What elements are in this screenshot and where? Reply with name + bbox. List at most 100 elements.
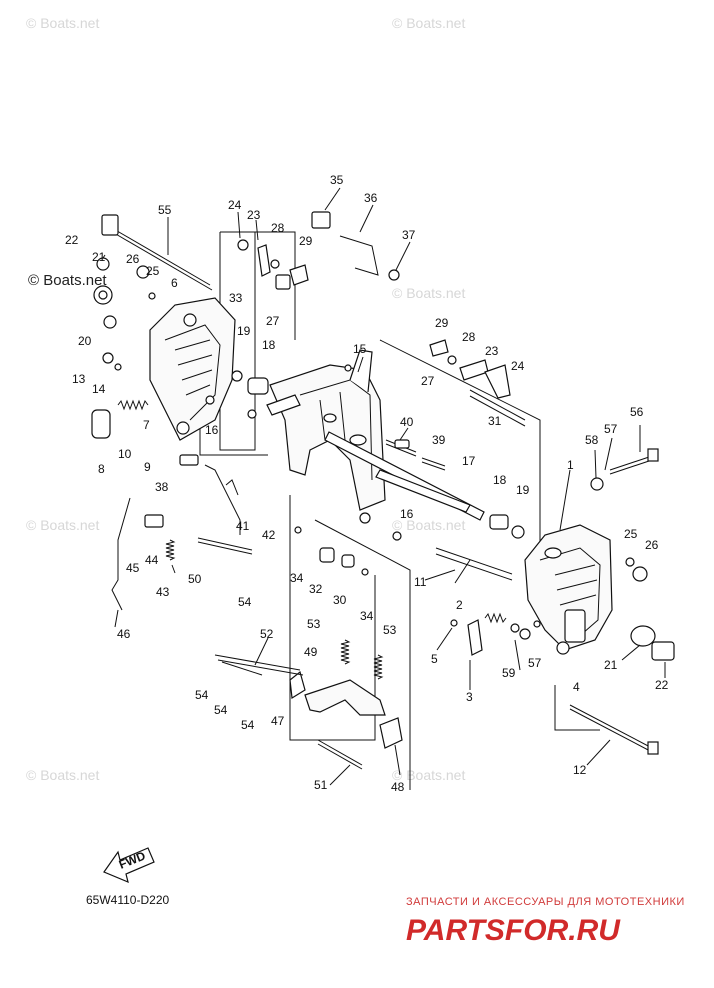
- callouts: 1 2 3 4 5 6 7 8 9 10 11 12 13 14 15 16 1…: [65, 173, 669, 794]
- watermark: © Boats.net: [26, 767, 99, 783]
- callout-22: 22: [655, 678, 669, 692]
- callout-49: 49: [304, 645, 318, 659]
- callout-5: 5: [431, 652, 438, 666]
- callout-33: 33: [229, 291, 243, 305]
- callout-16: 16: [205, 423, 219, 437]
- callout-39: 39: [432, 433, 446, 447]
- lower-linkage: [214, 654, 403, 770]
- callout-28: 28: [271, 221, 285, 235]
- callout-19: 19: [237, 324, 251, 338]
- callout-2: 2: [456, 598, 463, 612]
- callout-34: 34: [360, 609, 374, 623]
- left-clamp-bracket: [149, 297, 236, 441]
- callout-26: 26: [645, 538, 659, 552]
- callout-29: 29: [299, 234, 313, 248]
- watermark: © Boats.net: [392, 15, 465, 31]
- callout-44: 44: [145, 553, 159, 567]
- callout-47: 47: [271, 714, 285, 728]
- callout-11: 11: [414, 575, 427, 589]
- callout-20: 20: [78, 334, 92, 348]
- callout-34: 34: [290, 571, 304, 585]
- callout-6: 6: [171, 276, 178, 290]
- callout-24: 24: [228, 198, 242, 212]
- callout-21: 21: [604, 658, 618, 672]
- callout-23: 23: [485, 344, 499, 358]
- callout-30: 30: [333, 593, 347, 607]
- brand-tagline: ЗАПЧАСТИ И АКСЕССУАРЫ ДЛЯ МОТОТЕХНИКИ: [406, 896, 685, 908]
- callout-22: 22: [65, 233, 79, 247]
- callout-29: 29: [435, 316, 449, 330]
- watermark: © Boats.net: [26, 15, 99, 31]
- callout-51: 51: [314, 778, 328, 792]
- callout-36: 36: [364, 191, 378, 205]
- watermark: © Boats.net: [392, 285, 465, 301]
- callout-7: 7: [143, 418, 150, 432]
- swivel-bracket: [269, 349, 386, 511]
- callout-48: 48: [391, 780, 405, 794]
- callout-53: 53: [307, 617, 321, 631]
- callout-18: 18: [262, 338, 276, 352]
- callout-59: 59: [502, 666, 516, 680]
- watermark: © Boats.net: [26, 517, 99, 533]
- callout-38: 38: [155, 480, 169, 494]
- callout-8: 8: [98, 462, 105, 476]
- callout-45: 45: [126, 561, 140, 575]
- callout-23: 23: [247, 208, 261, 222]
- callout-25: 25: [146, 264, 160, 278]
- callout-35: 35: [330, 173, 344, 187]
- callout-54: 54: [195, 688, 209, 702]
- callout-57: 57: [604, 422, 618, 436]
- callout-40: 40: [400, 415, 414, 429]
- callout-16: 16: [400, 507, 414, 521]
- callout-3: 3: [466, 690, 473, 704]
- callout-21: 21: [92, 250, 106, 264]
- callout-54: 54: [238, 595, 252, 609]
- springs: [117, 399, 507, 680]
- callout-42: 42: [262, 528, 276, 542]
- callout-56: 56: [630, 405, 644, 419]
- callout-18: 18: [493, 473, 507, 487]
- callout-1: 1: [567, 458, 574, 472]
- callout-46: 46: [117, 627, 131, 641]
- callout-53: 53: [383, 623, 397, 637]
- callout-17: 17: [462, 454, 476, 468]
- callout-26: 26: [126, 252, 140, 266]
- callout-10: 10: [118, 447, 132, 461]
- callout-32: 32: [309, 582, 323, 596]
- diagram-code: 65W4110-D220: [86, 893, 169, 907]
- callout-4: 4: [573, 680, 580, 694]
- rods-and-bolts: [101, 214, 659, 755]
- callout-9: 9: [144, 460, 151, 474]
- callout-58: 58: [585, 433, 599, 447]
- callout-12: 12: [573, 763, 587, 777]
- callout-57: 57: [528, 656, 542, 670]
- callout-19: 19: [516, 483, 530, 497]
- callout-24: 24: [511, 359, 525, 373]
- fwd-arrow-icon: FWD: [103, 847, 155, 884]
- callout-37: 37: [402, 228, 416, 242]
- callout-54: 54: [214, 703, 228, 717]
- leader-lines: [102, 187, 666, 786]
- callout-13: 13: [72, 372, 86, 386]
- watermark: © Boats.net: [392, 517, 465, 533]
- callout-25: 25: [624, 527, 638, 541]
- callout-41: 41: [236, 519, 250, 533]
- right-clamp-bracket: [524, 524, 613, 651]
- watermark-layer: © Boats.net © Boats.net © Boats.net © Bo…: [26, 15, 465, 783]
- callout-54: 54: [241, 718, 255, 732]
- callout-43: 43: [156, 585, 170, 599]
- callout-15: 15: [353, 342, 367, 356]
- fasteners: [91, 211, 675, 661]
- callout-55: 55: [158, 203, 172, 217]
- callout-27: 27: [266, 314, 280, 328]
- callout-28: 28: [462, 330, 476, 344]
- callout-50: 50: [188, 572, 202, 586]
- callout-31: 31: [488, 414, 502, 428]
- shaft: [324, 431, 485, 521]
- callout-52: 52: [260, 627, 274, 641]
- watermark-overlay: © Boats.net: [28, 272, 107, 289]
- callout-14: 14: [92, 382, 106, 396]
- brand-logo: PARTSFOR.RU: [406, 914, 621, 947]
